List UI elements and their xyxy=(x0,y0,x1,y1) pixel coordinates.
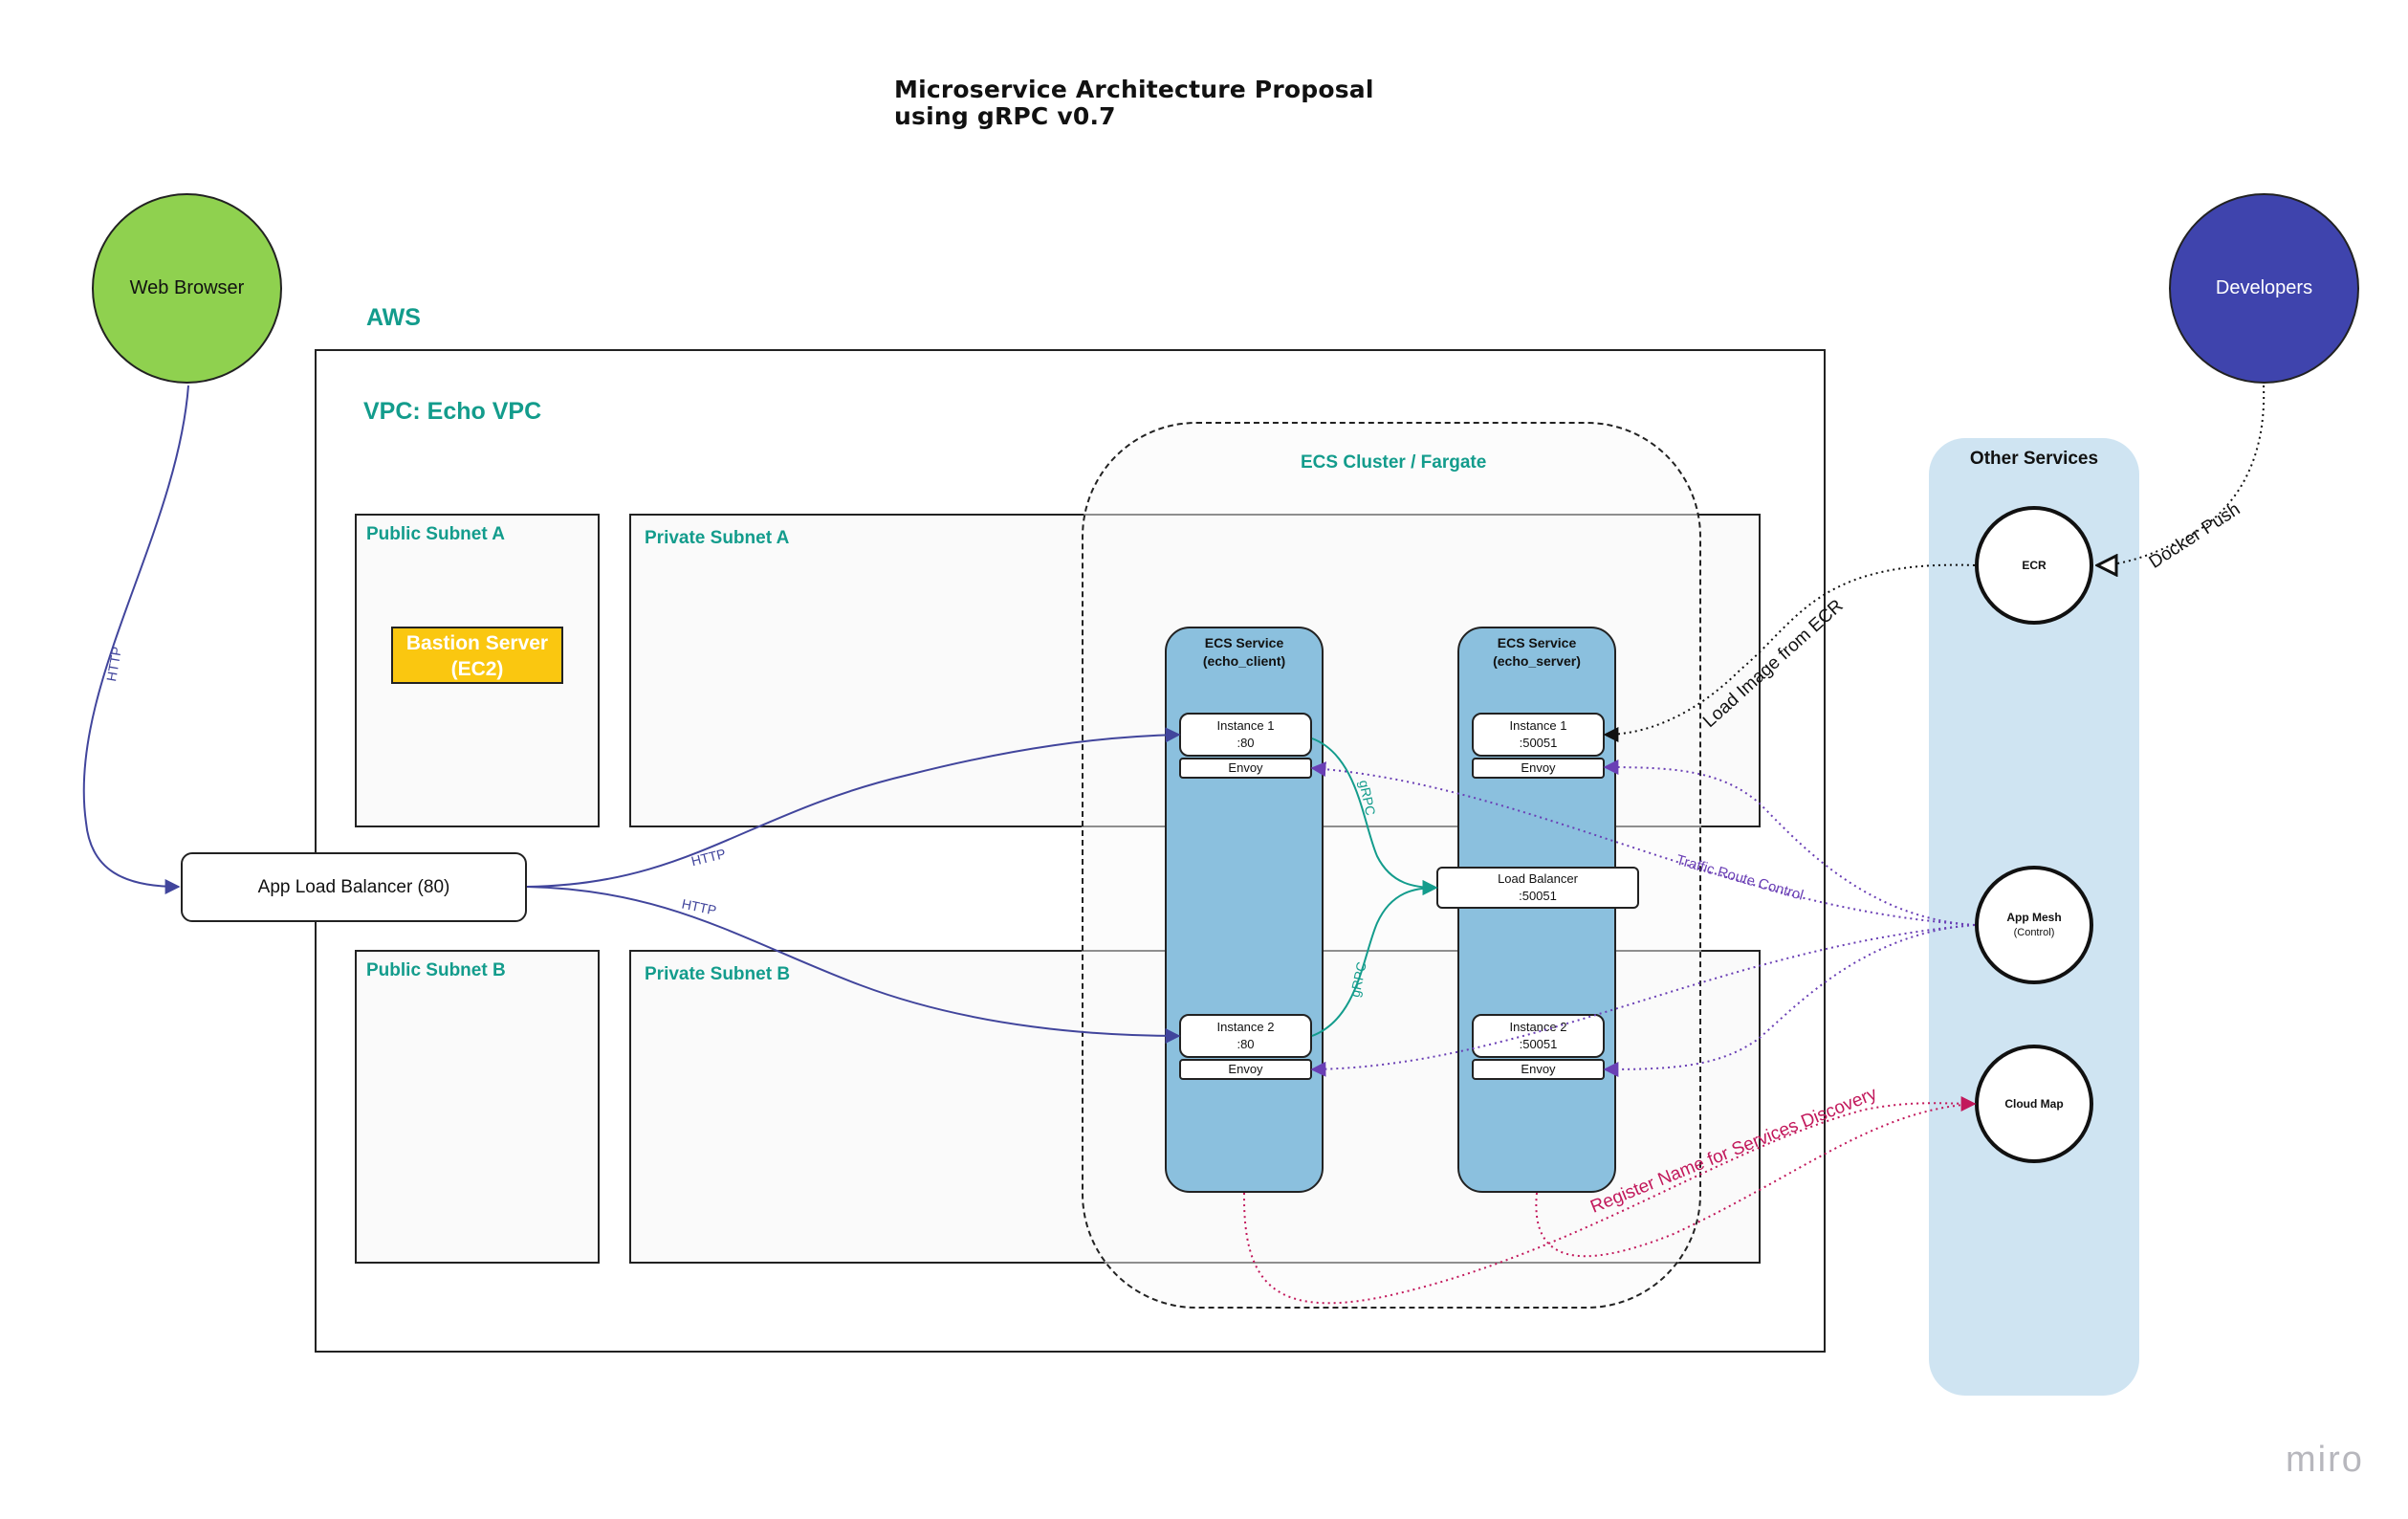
public-subnet-b xyxy=(355,950,600,1264)
label-register-name: Register Name for Services Discovery xyxy=(1587,1084,1880,1218)
client-instance-1[interactable]: Instance 1 :80 xyxy=(1179,713,1312,757)
server-instance-2-port: :50051 xyxy=(1519,1037,1558,1051)
label-http-client-1: HTTP xyxy=(690,846,727,869)
internal-lb-port: :50051 xyxy=(1519,889,1557,903)
label-http-client-2: HTTP xyxy=(680,895,717,917)
developers-node[interactable]: Developers xyxy=(2169,193,2359,384)
edge-alb-client-1 xyxy=(526,727,1181,888)
label-load-image: Load Image from ECR xyxy=(1699,596,1848,732)
ecr-node[interactable]: ECR xyxy=(1975,506,2093,625)
miro-watermark: miro xyxy=(2286,1440,2364,1480)
client-instance-1-port: :80 xyxy=(1237,736,1255,750)
bastion-line-2: (EC2) xyxy=(450,658,504,680)
client-service-line-1: ECS Service xyxy=(1204,635,1284,650)
ecs-cluster-label: ECS Cluster / Fargate xyxy=(1301,452,1487,473)
client-service-line-2: (echo_client) xyxy=(1202,653,1286,669)
internal-load-balancer[interactable]: Load Balancer :50051 xyxy=(1436,867,1639,909)
server-instance-1-name: Instance 1 xyxy=(1509,718,1567,733)
server-instance-1-port: :50051 xyxy=(1519,736,1558,750)
edge-docker-push xyxy=(2097,385,2266,565)
client-instance-2-port: :80 xyxy=(1237,1037,1255,1051)
client-instance-2-name: Instance 2 xyxy=(1216,1020,1275,1034)
web-browser-node[interactable]: Web Browser xyxy=(92,193,282,384)
client-envoy-2[interactable]: Envoy xyxy=(1179,1059,1312,1080)
edge-alb-client-2 xyxy=(526,886,1181,1044)
diagram-title: Microservice Architecture Proposal using… xyxy=(894,77,1374,130)
edge-cloudmap-server xyxy=(1535,1103,1976,1258)
edge-mesh-client-envoy-2 xyxy=(1310,924,1976,1077)
app-mesh-sub: (Control) xyxy=(2013,927,2055,938)
vpc-label: VPC: Echo VPC xyxy=(363,398,542,425)
label-grpc-1: gRPC xyxy=(1356,779,1378,817)
label-docker-push: Docker Push xyxy=(2146,499,2244,573)
server-instance-2-name: Instance 2 xyxy=(1509,1020,1567,1034)
private-subnet-a-label: Private Subnet A xyxy=(645,528,790,548)
edge-grpc-1 xyxy=(1311,737,1438,895)
app-load-balancer[interactable]: App Load Balancer (80) xyxy=(181,852,527,922)
private-subnet-b-label: Private Subnet B xyxy=(645,964,791,984)
edge-mesh-server-envoy-2 xyxy=(1603,924,1976,1077)
client-instance-2[interactable]: Instance 2 :80 xyxy=(1179,1014,1312,1058)
server-service-line-2: (echo_server) xyxy=(1493,653,1581,669)
cloud-map-node[interactable]: Cloud Map xyxy=(1975,1045,2093,1163)
internal-lb-name: Load Balancer xyxy=(1498,871,1578,886)
server-envoy-2[interactable]: Envoy xyxy=(1472,1059,1605,1080)
app-mesh-node[interactable]: App Mesh (Control) xyxy=(1975,866,2093,984)
label-traffic-route: Traffic Route Control xyxy=(1675,852,1806,904)
title-line-1: Microservice Architecture Proposal xyxy=(894,76,1374,103)
client-instance-1-name: Instance 1 xyxy=(1216,718,1275,733)
edge-grpc-2 xyxy=(1311,880,1438,1037)
bastion-server[interactable]: Bastion Server (EC2) xyxy=(391,627,563,684)
server-instance-1[interactable]: Instance 1 :50051 xyxy=(1472,713,1605,757)
public-subnet-a-label: Public Subnet A xyxy=(366,524,505,544)
server-service-line-1: ECS Service xyxy=(1497,635,1577,650)
label-http-browser: HTTP xyxy=(103,646,124,683)
edge-mesh-server-envoy-1 xyxy=(1603,760,1976,926)
other-services-label: Other Services xyxy=(1969,449,2099,469)
server-instance-2[interactable]: Instance 2 :50051 xyxy=(1472,1014,1605,1058)
public-subnet-b-label: Public Subnet B xyxy=(366,960,506,980)
edge-cloudmap-client xyxy=(1242,1095,1977,1305)
edge-mesh-client-envoy-1 xyxy=(1310,761,1976,926)
edge-browser-alb xyxy=(82,385,189,894)
bastion-line-1: Bastion Server xyxy=(405,632,549,654)
title-line-2: using gRPC v0.7 xyxy=(894,102,1116,130)
aws-label: AWS xyxy=(366,304,421,331)
app-mesh-name: App Mesh xyxy=(2006,911,2062,924)
label-grpc-2: gRPC xyxy=(1346,960,1368,999)
